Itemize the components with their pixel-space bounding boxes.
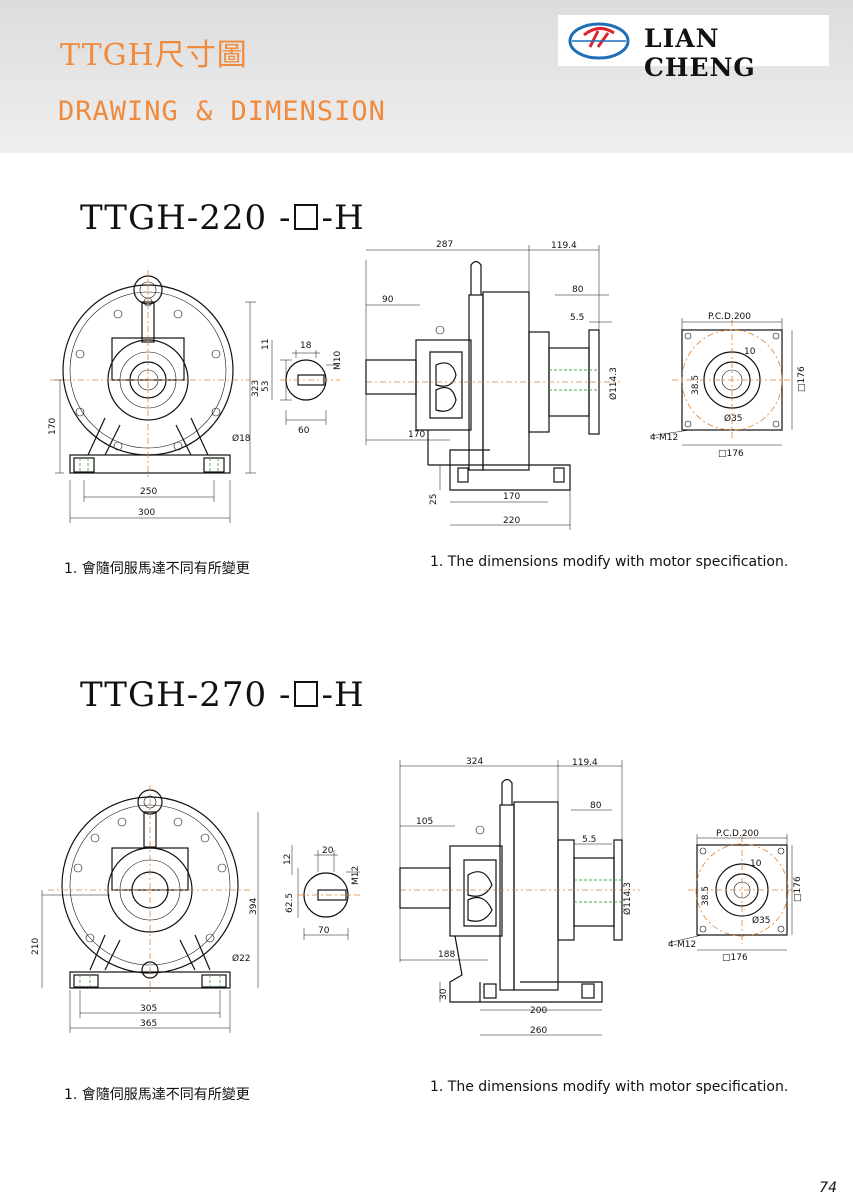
- dim-total-height: 394: [249, 898, 259, 915]
- dim-center-height: 210: [31, 938, 41, 955]
- page-number: 74: [819, 1180, 837, 1196]
- front-view-220: [50, 270, 256, 523]
- model-box-icon: [294, 204, 319, 230]
- model-suffix: -H: [321, 675, 365, 715]
- model-prefix: TTGH-220 -: [80, 198, 292, 238]
- dim-key-height: 38.5: [701, 886, 711, 906]
- page-header: TTGH尺寸圖 DRAWING & DIMENSION LIAN CHENG: [0, 0, 853, 153]
- dim-spigot: 5.5: [570, 313, 584, 323]
- dim-total-height: 323: [251, 380, 261, 397]
- header-title-en: DRAWING & DIMENSION: [58, 96, 386, 127]
- dim-square-v: □176: [793, 876, 803, 902]
- model-prefix: TTGH-270 -: [80, 675, 292, 715]
- dim-input: 90: [382, 295, 394, 305]
- dim-shaft-length: 60: [298, 426, 310, 436]
- dim-hole: Ø18: [232, 433, 251, 444]
- dim-flange-length: 80: [572, 285, 584, 295]
- flange-view-270: [667, 834, 796, 951]
- dim-side-length: 324: [466, 757, 483, 767]
- note-en-270: 1. The dimensions modify with motor spec…: [430, 1079, 789, 1095]
- brand-logo: LIAN CHENG: [558, 15, 829, 82]
- shaft-detail-220: [271, 340, 340, 425]
- dim-key-depth: 11: [261, 339, 271, 350]
- front-view-270: [41, 785, 259, 1033]
- dim-bore: Ø35: [752, 915, 771, 926]
- note-cn-220: 1. 會隨伺服馬達不同有所變更: [64, 561, 250, 577]
- dim-square-v: □176: [797, 366, 807, 392]
- dim-shaft-offset: 188: [438, 950, 455, 960]
- dim-spigot-dia: Ø114.3: [608, 367, 619, 400]
- dim-base-holes: 200: [530, 1006, 547, 1016]
- dim-key-width: 20: [322, 846, 334, 856]
- dim-bolts: 4-M12: [668, 940, 696, 950]
- lc-emblem-icon: [568, 22, 630, 60]
- model-title-270: TTGH-270 - -H: [80, 675, 365, 715]
- dim-shaft-height: 62.5: [285, 893, 295, 913]
- dim-key: 10: [750, 859, 762, 869]
- dim-shaft-height: 53: [261, 381, 271, 392]
- dim-front-overall: 365: [140, 1019, 157, 1029]
- note-cn-270: 1. 會隨伺服馬達不同有所變更: [64, 1087, 250, 1103]
- note-en-220: 1. The dimensions modify with motor spec…: [430, 554, 789, 570]
- dim-bolts: 4-M12: [650, 433, 678, 443]
- dim-key-width: 18: [300, 341, 312, 351]
- dim-key-depth: 12: [283, 854, 293, 865]
- drawing-220: 250 300 170 323 Ø18 18 11 M10 53 60 287 …: [48, 240, 807, 530]
- dim-motor-adapter: 119.4: [551, 241, 577, 251]
- dim-spigot: 5.5: [582, 835, 596, 845]
- dim-thread: M10: [333, 351, 343, 370]
- dim-flange-length: 80: [590, 801, 602, 811]
- drawing-270: 305 365 210 394 Ø22 20 12 M12 62.5 70 32…: [31, 757, 803, 1036]
- dim-front-overall: 300: [138, 508, 155, 518]
- dim-base-length: 220: [503, 516, 520, 526]
- dim-square-h: □176: [718, 449, 744, 459]
- dim-front-width: 305: [140, 1004, 157, 1014]
- model-title-220: TTGH-220 - -H: [80, 198, 365, 238]
- dim-base-thickness: 25: [429, 494, 439, 505]
- dim-spigot-dia: Ø114.3: [622, 882, 633, 915]
- dim-shaft-offset: 170: [408, 430, 425, 440]
- model-box-icon: [294, 681, 319, 707]
- header-title-cn: TTGH尺寸圖: [60, 38, 248, 73]
- side-view-270: [399, 760, 640, 1036]
- dim-thread: M12: [351, 866, 361, 885]
- dim-center-height: 170: [48, 418, 58, 435]
- dim-key: 10: [744, 347, 756, 357]
- dim-base-thickness: 30: [439, 988, 449, 1000]
- side-view-220: [365, 245, 620, 530]
- dim-side-length: 287: [436, 240, 453, 250]
- dim-pcd: P.C.D.200: [716, 829, 759, 839]
- shaft-detail-270: [291, 845, 360, 940]
- dim-base-holes: 170: [503, 492, 520, 502]
- dim-hole: Ø22: [232, 953, 251, 964]
- dim-square-h: □176: [722, 953, 748, 963]
- brand-name: LIAN CHENG: [644, 24, 756, 82]
- flange-view-220: [649, 318, 793, 446]
- dim-input: 105: [416, 817, 433, 827]
- dim-motor-adapter: 119.4: [572, 758, 598, 768]
- dim-base-length: 260: [530, 1026, 547, 1036]
- dim-pcd: P.C.D.200: [708, 312, 751, 322]
- dim-key-height: 38.5: [691, 375, 701, 395]
- model-suffix: -H: [321, 198, 365, 238]
- dim-shaft-length: 70: [318, 926, 330, 936]
- dim-front-width: 250: [140, 487, 157, 497]
- dim-bore: Ø35: [724, 413, 743, 424]
